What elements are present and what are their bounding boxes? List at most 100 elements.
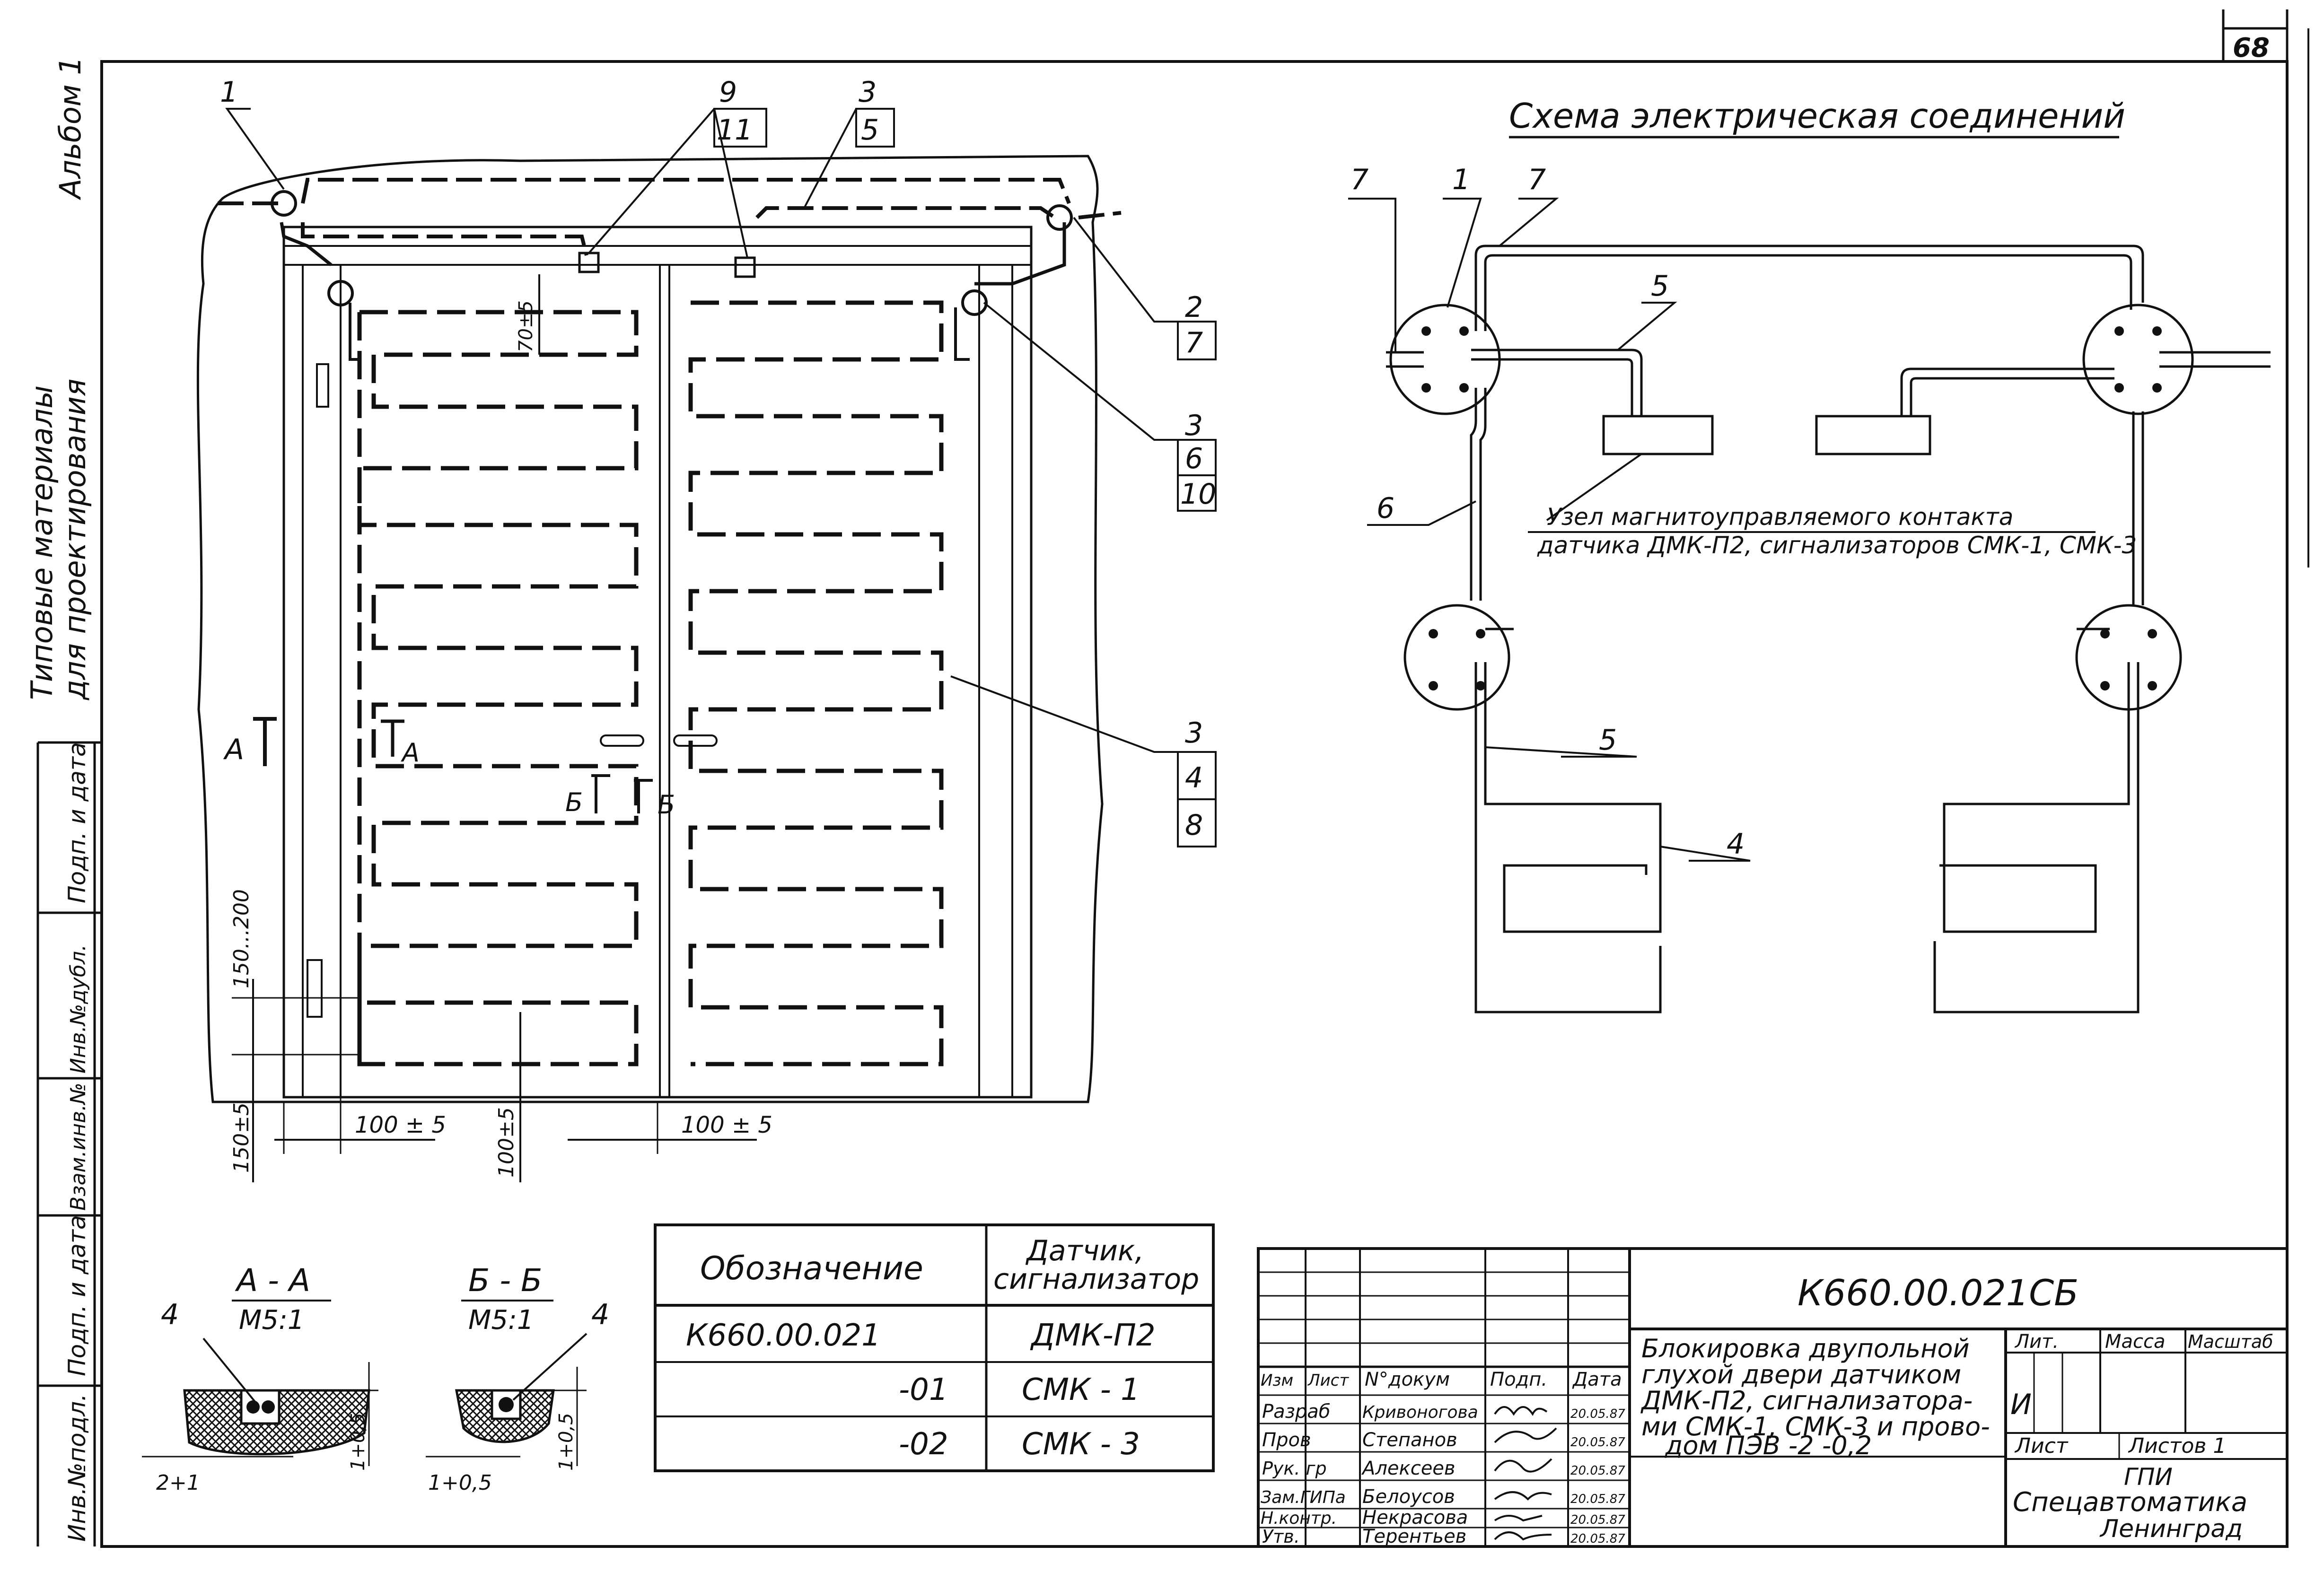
col-head-list: Лист [1307,1371,1349,1390]
org-line1: ГПИ [2124,1463,2173,1491]
typical-materials-line1: Типовые материалы [25,385,59,700]
stamp-cell-sign-date-2: Подп. и дата [63,1215,91,1376]
contact-box-2 [734,256,756,278]
dim-70: 70±5 [515,300,537,352]
section-mark-a-right: А [401,738,420,768]
svg-text:11: 11 [717,114,753,147]
list-label: Лист [2014,1434,2069,1458]
svg-text:М5:1: М5:1 [468,1305,534,1336]
date-nkontr: 20.05.87 [1570,1513,1625,1527]
col-head-sign: Подп. [1490,1369,1547,1390]
junction-box-1 [271,190,297,217]
svg-text:6: 6 [1185,442,1203,475]
name-zam: Белоусов [1362,1486,1455,1508]
table-head-device-l2: сигнализатор [993,1263,1199,1296]
contact-node-left [1602,415,1714,455]
svg-text:Б - Б: Б - Б [468,1262,542,1299]
wiring-schematic: Схема электрическая соединений [1348,96,2271,1013]
wire-top [218,178,1122,219]
date-zam: 20.05.87 [1570,1492,1625,1506]
section-mark-b-right: Б [658,790,675,820]
doc-name-l2: глухой двери датчиком [1641,1360,1961,1389]
svg-text:8: 8 [1185,809,1203,842]
callout-2-7: 2 7 [1177,291,1217,360]
section-mark-a-left: А [223,733,244,766]
role-ruk: Рук. гр [1262,1458,1327,1479]
role-nkontr: Н.контр. [1261,1509,1337,1528]
dim-100-a: 100 ± 5 [355,1112,446,1138]
wall-outline [196,155,1104,1103]
svg-text:9: 9 [719,76,737,109]
org-line3: Ленинград [2099,1515,2243,1543]
svg-text:А - А: А - А [235,1262,310,1299]
terminal-block-bl [1403,604,1510,711]
role-prov: Пров [1262,1429,1311,1451]
svg-text:1+0,5: 1+0,5 [555,1413,577,1471]
table-row-device: ДМК-П2 [1030,1318,1156,1353]
role-razrab: Разраб [1262,1401,1330,1423]
masshtab-label: Масштаб [2188,1331,2273,1352]
callout-3-5: 3 5 [855,76,895,148]
schematic-label-4: 4 [1727,828,1745,861]
sheet-number: 68 [2233,33,2270,63]
junction-box-4 [961,289,988,316]
table-row-code: К660.00.021 [686,1318,881,1353]
callout-3-4-8: 3 4 8 [1177,716,1217,847]
dim-150-200: 150...200 [229,889,254,988]
name-ruk: Алексеев [1361,1458,1455,1479]
handle-left [600,734,644,747]
svg-text:10: 10 [1180,478,1216,511]
table-row-code: -01 [899,1372,948,1407]
schematic-label-7a: 7 [1351,163,1368,196]
name-nkontr: Некрасова [1362,1507,1468,1529]
section-mark-b-left: Б [565,787,583,817]
schematic-label-7b: 7 [1528,163,1546,196]
junction-box-2 [327,280,354,306]
serpentine-wire-right [688,300,944,1066]
lit-value: И [2010,1388,2032,1421]
role-utv: Утв. [1262,1526,1300,1547]
name-prov: Степанов [1362,1429,1457,1451]
svg-text:М5:1: М5:1 [239,1305,304,1336]
svg-text:5: 5 [861,114,879,147]
svg-text:4: 4 [1185,761,1203,795]
contact-node-right [1815,415,1931,455]
callout-1: 1 [220,76,238,109]
schematic-label-5b: 5 [1599,724,1617,757]
doc-name-l3: ДМК-П2, сигнализатора- [1640,1386,1973,1415]
schematic-title: Схема электрическая соединений [1509,96,2125,136]
listov-label: Листов 1 [2128,1434,2226,1458]
svg-text:3: 3 [1185,716,1203,750]
svg-text:1: 1 [220,76,238,109]
col-head-doc: N°докум [1365,1369,1450,1390]
sheet-frame [36,9,2309,1548]
name-razrab: Кривоногова [1362,1403,1478,1422]
date-razrab: 20.05.87 [1570,1407,1625,1421]
table-row-device: СМК - 3 [1022,1427,1140,1462]
col-head-izm: Изм [1261,1371,1293,1390]
node-caption-line1: Узел магнитоуправляемого контакта [1547,503,2013,531]
svg-text:2: 2 [1185,291,1203,324]
date-utv: 20.05.87 [1570,1532,1625,1546]
table-head-designation: Обозначение [700,1250,923,1287]
title-block: К660.00.021СБ Блокировка двупольной глух… [1257,1247,2289,1548]
dim-100-v: 100±5 [494,1107,518,1178]
doc-code: К660.00.021СБ [1798,1272,2078,1314]
schematic-label-6: 6 [1377,492,1394,525]
handle-right [673,734,718,747]
callout-3-6-10: 3 6 10 [1177,409,1217,512]
signatures [1494,1406,1557,1541]
junction-box-3 [1046,204,1073,231]
svg-text:2+1: 2+1 [156,1471,200,1495]
massa-label: Масса [2105,1331,2166,1353]
section-bb: Б - Б М5:1 4 1+0,5 1+0,5 [426,1262,609,1495]
doc-name-l4: ми СМК-1, СМК-3 и прово- [1641,1412,1990,1441]
svg-text:4: 4 [591,1298,609,1331]
doc-name-l5: дом ПЭВ -2 -0,2 [1665,1431,1872,1460]
doc-name-l1: Блокировка двупольной [1641,1334,1970,1363]
svg-text:3: 3 [859,76,877,109]
door-frame-outer [282,226,1033,1099]
stamp-cell-sign-date: Подп. и дата [63,742,91,903]
org-line2: Спецавтоматика [2013,1487,2247,1518]
